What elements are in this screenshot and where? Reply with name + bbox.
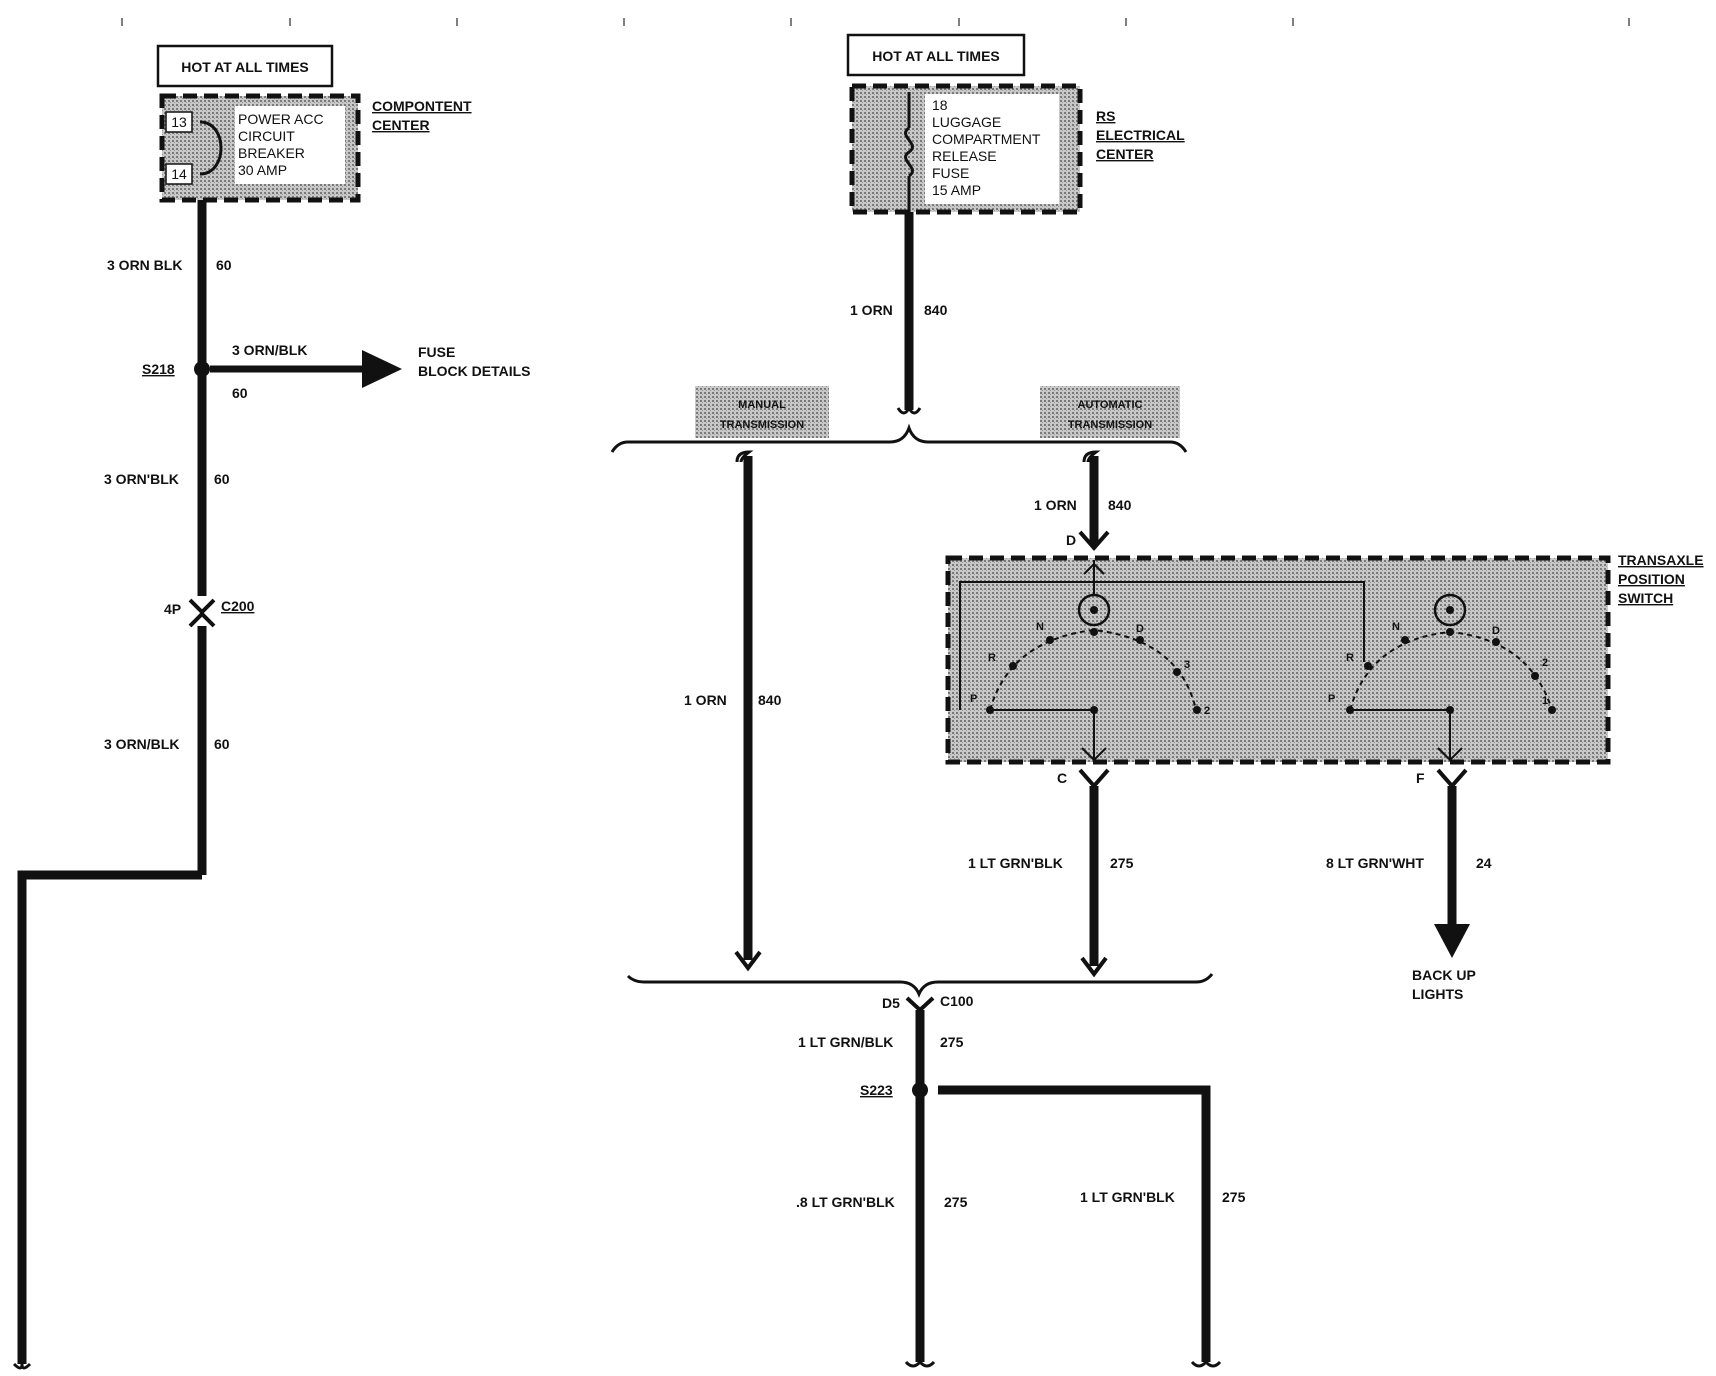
wire-label: 1 ORN <box>684 692 727 708</box>
svg-text:BREAKER: BREAKER <box>238 145 305 161</box>
svg-text:13: 13 <box>171 114 187 130</box>
arrow-icon <box>362 350 402 388</box>
top-ticks <box>121 18 1630 26</box>
wire-number: 275 <box>940 1034 964 1050</box>
wire-number: 24 <box>1476 855 1492 871</box>
splice-s218 <box>194 361 210 377</box>
svg-text:18: 18 <box>932 97 948 113</box>
wire-number: 275 <box>1222 1189 1246 1205</box>
svg-text:AUTOMATIC: AUTOMATIC <box>1078 399 1143 411</box>
luggage-release-fuse: 18 LUGGAGE COMPARTMENT RELEASE FUSE 15 A… <box>849 83 1083 215</box>
left-hot-box: HOT AT ALL TIMES <box>156 44 334 88</box>
switch-position: P <box>970 693 977 705</box>
wire-number: 275 <box>944 1194 968 1210</box>
pin-label: C <box>1057 770 1067 786</box>
connector-label: C200 <box>221 598 255 614</box>
pin-label: D <box>1066 532 1076 548</box>
wire-number: 840 <box>924 302 948 318</box>
manual-wire <box>734 450 762 972</box>
wire-number: 275 <box>1110 855 1134 871</box>
connector-c100 <box>905 996 935 1013</box>
switch-position: 2 <box>1204 705 1210 717</box>
switch-label: POSITION <box>1618 571 1685 587</box>
splice-label: S223 <box>860 1082 893 1098</box>
switch-position: 1 <box>1542 695 1548 707</box>
destination-label: LIGHTS <box>1412 986 1463 1002</box>
svg-text:MANUAL: MANUAL <box>738 399 786 411</box>
connector-label: C100 <box>940 993 974 1009</box>
svg-text:30 AMP: 30 AMP <box>238 162 287 178</box>
wire-label: 3 ORN'BLK <box>104 471 179 487</box>
wire-label: 1 ORN <box>850 302 893 318</box>
manual-transmission-tag: MANUAL TRANSMISSION <box>695 386 829 438</box>
right-hot-box: HOT AT ALL TIMES <box>846 33 1026 77</box>
switch-position: R <box>1346 652 1354 664</box>
left-wire <box>12 200 207 1370</box>
switch-position: 2 <box>1542 657 1548 669</box>
electrical-center-label: RS <box>1096 108 1115 124</box>
svg-text:HOT AT ALL TIMES: HOT AT ALL TIMES <box>872 48 1000 64</box>
svg-text:14: 14 <box>171 166 187 182</box>
destination-label: FUSE <box>418 344 455 360</box>
wire-label: 1 LT GRN'BLK <box>968 855 1063 871</box>
connector-c200 <box>188 598 216 628</box>
switch-position: D <box>1136 623 1144 635</box>
wire-label: .8 LT GRN'BLK <box>796 1194 895 1210</box>
wire-label: 1 LT GRN'BLK <box>1080 1189 1175 1205</box>
splice-label: S218 <box>142 361 175 377</box>
connector-pin: D5 <box>882 995 900 1011</box>
svg-text:HOT AT ALL TIMES: HOT AT ALL TIMES <box>181 59 309 75</box>
option-bracket-bottom <box>626 973 1214 998</box>
svg-text:CIRCUIT: CIRCUIT <box>238 128 295 144</box>
power-acc-circuit-breaker: 13 14 POWER ACC CIRCUIT BREAKER 30 AMP <box>159 93 361 203</box>
svg-text:LUGGAGE: LUGGAGE <box>932 114 1001 130</box>
component-center-label: COMPONTENT <box>372 98 472 114</box>
option-bracket-top <box>610 423 1188 453</box>
pin-label: F <box>1416 770 1425 786</box>
splice-s223 <box>912 1082 928 1098</box>
automatic-transmission-tag: AUTOMATIC TRANSMISSION <box>1040 386 1180 438</box>
component-center-label-2: CENTER <box>372 117 430 133</box>
connector-pin: 4P <box>164 601 181 617</box>
wire-label: 3 ORN BLK <box>107 257 182 273</box>
svg-text:RELEASE: RELEASE <box>932 148 997 164</box>
electrical-center-label-2: ELECTRICAL <box>1096 127 1185 143</box>
wire-number: 60 <box>232 385 248 401</box>
wire-label: 1 ORN <box>1034 497 1077 513</box>
wire-label: 8 LT GRN'WHT <box>1326 855 1424 871</box>
transaxle-position-switch: N D R P 3 2 N D R P 2 1 <box>945 555 1611 765</box>
switch-position: 3 <box>1184 659 1190 671</box>
destination-label: BACK UP <box>1412 967 1476 983</box>
arrow-icon <box>1434 924 1470 958</box>
svg-text:TRANSMISSION: TRANSMISSION <box>1068 419 1152 431</box>
svg-text:FUSE: FUSE <box>932 165 969 181</box>
switch-label: SWITCH <box>1618 590 1673 606</box>
wire-number: 60 <box>214 736 230 752</box>
automatic-wire <box>1078 450 1110 552</box>
wire-label: 1 LT GRN/BLK <box>798 1034 893 1050</box>
wire-label: 3 ORN/BLK <box>104 736 179 752</box>
switch-position: R <box>988 652 996 664</box>
svg-text:COMPARTMENT: COMPARTMENT <box>932 131 1041 147</box>
svg-text:15 AMP: 15 AMP <box>932 182 981 198</box>
switch-position: D <box>1492 625 1500 637</box>
electrical-center-label-3: CENTER <box>1096 146 1154 162</box>
wire-number: 840 <box>1108 497 1132 513</box>
svg-text:TRANSMISSION: TRANSMISSION <box>720 419 804 431</box>
wire-number: 60 <box>216 257 232 273</box>
switch-position: P <box>1328 693 1335 705</box>
wire-number: 60 <box>214 471 230 487</box>
destination-label: BLOCK DETAILS <box>418 363 531 379</box>
wire-number: 840 <box>758 692 782 708</box>
switch-label: TRANSAXLE <box>1618 552 1704 568</box>
wire-label: 3 ORN/BLK <box>232 342 307 358</box>
switch-position: N <box>1036 621 1044 633</box>
switch-position: N <box>1392 621 1400 633</box>
svg-text:POWER ACC: POWER ACC <box>238 111 324 127</box>
